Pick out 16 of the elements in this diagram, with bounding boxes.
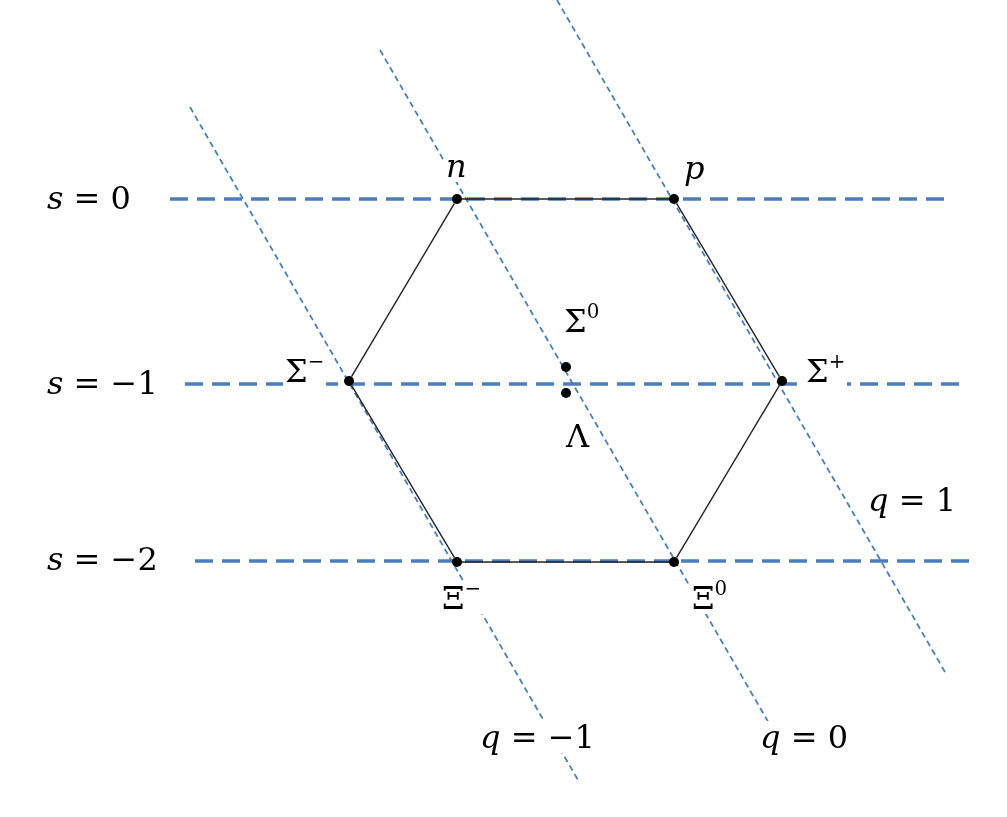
octet-edge — [675, 384, 781, 559]
particle-dot — [561, 362, 571, 372]
octet-edge — [461, 198, 670, 200]
particle-label: Ξ$^{−}$ — [440, 582, 484, 614]
octet-edge — [350, 202, 456, 378]
octet-edge — [350, 384, 456, 559]
particle-label: Σ$^{+}$ — [804, 355, 848, 387]
octet-edge — [675, 202, 781, 378]
particle-dot — [344, 376, 354, 386]
particle-dot — [777, 376, 787, 386]
octet-edge — [461, 561, 670, 563]
particle-dot — [669, 557, 679, 567]
particle-dot — [452, 194, 462, 204]
particle-dot — [561, 388, 571, 398]
particle-dot — [669, 194, 679, 204]
particle-dot — [452, 557, 462, 567]
